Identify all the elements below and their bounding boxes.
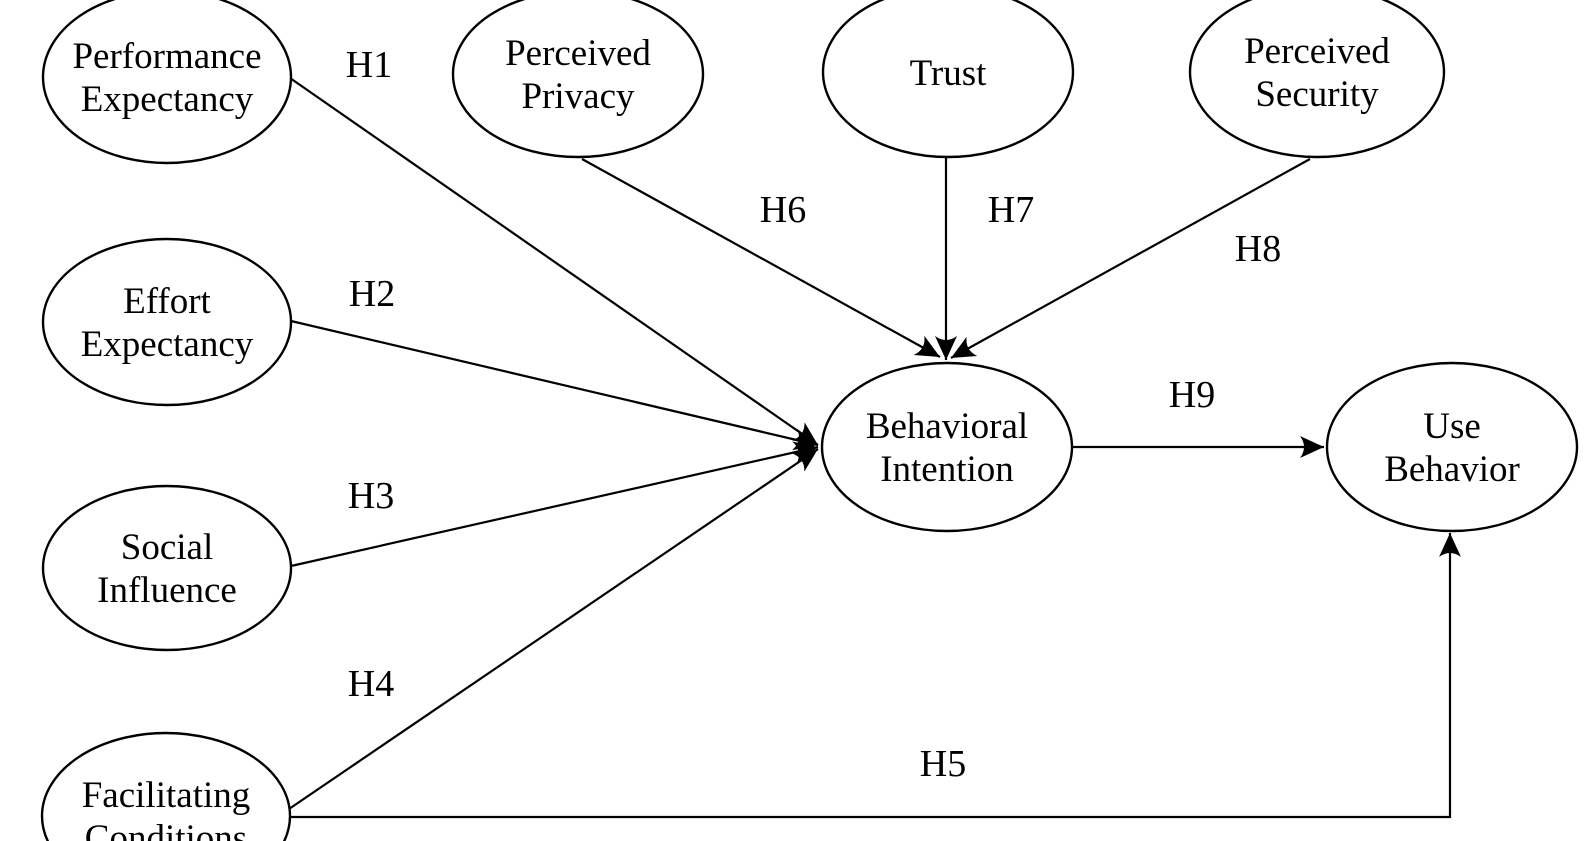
edges-layer	[288, 77, 1461, 819]
hypothesis-label-H3: H3	[348, 475, 394, 517]
hypothesis-label-H4: H4	[348, 663, 394, 705]
hypothesis-label-H5: H5	[920, 743, 966, 785]
node-perceived-security-ellipse	[1188, 0, 1446, 159]
node-performance-expectancy-ellipse	[41, 0, 293, 165]
node-behavioral-intention-ellipse	[820, 361, 1074, 533]
node-effort-expectancy-ellipse	[41, 237, 293, 407]
node-trust-label: Trust	[910, 53, 988, 94]
edge-H2-arrow	[290, 319, 819, 451]
edge-H4-arrow	[288, 448, 819, 810]
edge-H5-arrow	[290, 533, 1461, 819]
edge-H1-arrow	[289, 77, 819, 446]
edge-H8-arrow	[950, 158, 1311, 359]
node-social-influence-ellipse	[41, 484, 293, 652]
node-use-behavior-ellipse	[1325, 361, 1579, 533]
hypothesis-label-H9: H9	[1169, 374, 1215, 416]
node-trust-ellipse	[821, 0, 1075, 159]
hypothesis-label-H6: H6	[760, 189, 806, 231]
hypothesis-label-H8: H8	[1235, 228, 1281, 270]
node-trust: Trust	[821, 0, 1075, 159]
hypothesis-label-H2: H2	[349, 273, 395, 315]
node-facilitating-conditions-ellipse	[40, 731, 292, 841]
hypothesis-label-H1: H1	[346, 44, 392, 86]
edge-H6-arrow	[581, 158, 941, 358]
edge-H3-arrow	[290, 441, 819, 568]
node-perceived-privacy-ellipse	[451, 0, 705, 159]
hypothesis-label-H7: H7	[988, 189, 1034, 231]
